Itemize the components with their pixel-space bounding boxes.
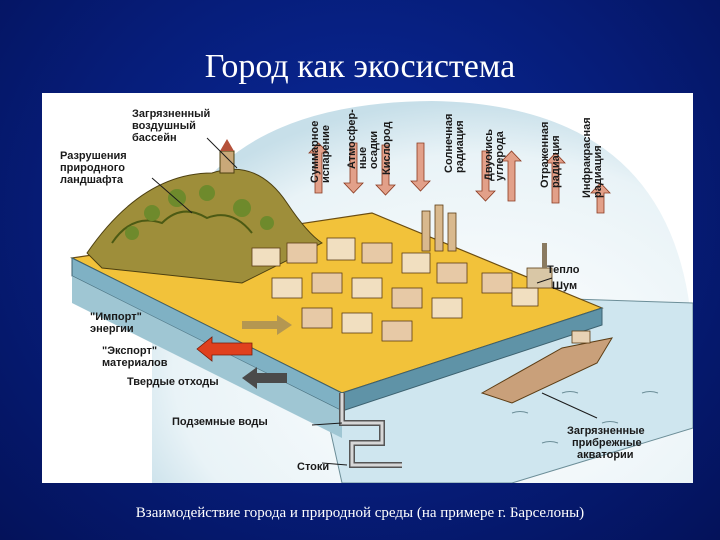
- city-ecosystem-illustration: Загрязненный воздушный бассейн Разрушени…: [42, 93, 693, 483]
- flow-label-evaporation: Суммарное испарение: [309, 118, 332, 183]
- label-noise: Шум: [552, 280, 577, 292]
- label-energy-import: "Импорт" энергии: [90, 311, 145, 335]
- label-solid-waste: Твердые отходы: [127, 376, 219, 388]
- slide-caption: Взаимодействие города и природной среды …: [135, 505, 585, 521]
- export-arrow: [196, 336, 253, 362]
- label-destroyed-landscape: Разрушения природного ландшафта: [60, 150, 130, 186]
- label-materials-export: "Экспорт" материалов: [102, 345, 168, 369]
- ship: [480, 330, 614, 404]
- solid-waste-arrow: [242, 367, 287, 389]
- flow-label-co2: Двуокись углерода: [483, 126, 506, 181]
- flow-label-solar: Солнечная радиация: [443, 111, 466, 174]
- label-polluted-air: Загрязненный воздушный бассейн: [132, 108, 213, 144]
- label-sewage: Стоки: [297, 461, 329, 473]
- label-heat: Тепло: [547, 264, 580, 276]
- flow-arrows: [308, 142, 611, 214]
- import-arrow: [242, 315, 292, 335]
- label-groundwater: Подземные воды: [172, 416, 268, 428]
- slide-title: Город как экосистема: [204, 48, 516, 85]
- city-blocks: [251, 237, 539, 342]
- flow-label-precipitation: Атмосфер- ные осадки: [346, 106, 380, 169]
- flow-label-reflected: Отраженная радиация: [539, 119, 562, 188]
- label-polluted-coast: Загрязненные прибрежные акватории: [567, 425, 648, 461]
- flow-label-oxygen: Кислород: [381, 122, 393, 175]
- flow-label-infrared: Инфракрасная радиация: [581, 114, 604, 198]
